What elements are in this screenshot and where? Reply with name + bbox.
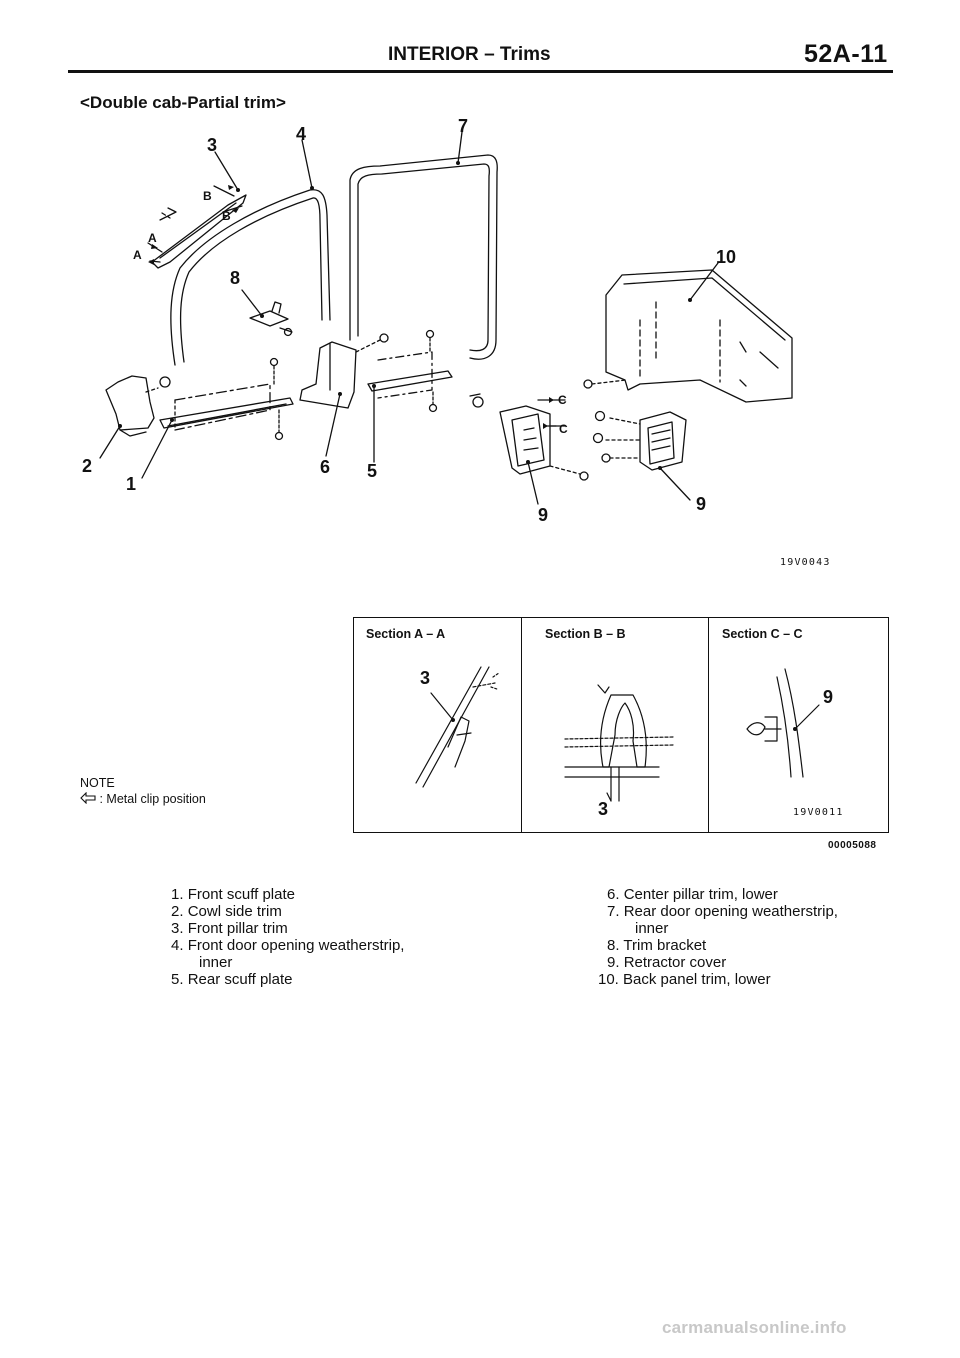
callout-7: 7: [458, 116, 469, 136]
legend-left: 1. Front scuff plate 2. Cowl side trim 3…: [171, 886, 404, 988]
front-scuff-plate: [159, 397, 294, 429]
callout-6: 6: [320, 457, 331, 477]
front-door-weatherstrip: [170, 189, 331, 366]
section-mark-c-lower: C: [559, 422, 568, 436]
subsection-title: Trims: [499, 44, 551, 65]
section-cc-label: Section C – C: [722, 627, 803, 641]
note-text: : Metal clip position: [99, 792, 206, 806]
legend-item-continuation: inner: [199, 954, 233, 971]
legend-item-continuation: inner: [635, 920, 669, 937]
rear-door-weatherstrip: [349, 154, 498, 360]
footer-watermark: carmanualsonline.info: [662, 1318, 847, 1337]
callout-8: 8: [230, 268, 241, 288]
section-mark-b-lower: B: [222, 209, 231, 223]
section-title: INTERIOR: [388, 44, 479, 65]
callout-5: 5: [367, 461, 378, 481]
rear-scuff-plate: [367, 370, 453, 392]
legend-item: 7. Rear door opening weatherstrip,: [607, 903, 838, 920]
legend-item: 5. Rear scuff plate: [171, 971, 293, 988]
header-rule: [68, 70, 893, 73]
section-divider-1: [521, 617, 522, 833]
figure-code-sections: 19V0011: [793, 807, 844, 818]
section-mark-b-upper: B: [203, 189, 212, 203]
figure-code-box: 00005088: [828, 840, 877, 851]
figure-code-main: 19V0043: [780, 557, 831, 568]
legend-item: 6. Center pillar trim, lower: [607, 886, 778, 903]
legend-item: 10. Back panel trim, lower: [598, 971, 771, 988]
center-pillar-trim: [299, 341, 357, 409]
page-number: 52A-11: [804, 40, 888, 68]
section-mark-c-upper: C: [558, 393, 567, 407]
callout-9-left: 9: [538, 505, 549, 525]
callout-4: 4: [296, 124, 307, 144]
section-aa-trim: [415, 666, 490, 788]
legend-item: 3. Front pillar trim: [171, 920, 288, 937]
section-aa-label: Section A – A: [366, 627, 446, 641]
legend-item: 4. Front door opening weatherstrip,: [171, 937, 405, 954]
section-mark-a-upper: A: [148, 231, 157, 245]
section-bb-label: Section B – B: [545, 627, 626, 641]
section-aa-callout-3: 3: [420, 668, 431, 688]
section-cc-callout-9: 9: [823, 687, 834, 707]
callout-3: 3: [207, 135, 218, 155]
callout-1: 1: [126, 474, 137, 494]
figure-subtitle: <Double cab-Partial trim>: [80, 93, 286, 112]
callout-9-right: 9: [696, 494, 707, 514]
section-bb-callout-3: 3: [598, 799, 609, 819]
page-header-title: INTERIOR – Trims: [388, 44, 551, 66]
back-panel-trim: [605, 269, 793, 403]
front-door-weatherstrip-inner: [179, 197, 323, 363]
callout-2: 2: [82, 456, 93, 476]
hollow-arrow-left-icon: [80, 791, 96, 805]
legend-item: 8. Trim bracket: [607, 937, 707, 954]
section-bb-clip: [600, 694, 647, 768]
note-line: : Metal clip position: [80, 791, 206, 806]
front-pillar-trim: [151, 194, 247, 269]
cowl-side-trim: [105, 375, 155, 431]
section-cc-trim: [784, 668, 804, 778]
note-title: NOTE: [80, 776, 115, 790]
trim-bracket: [249, 310, 289, 327]
legend-item: 1. Front scuff plate: [171, 886, 295, 903]
section-views-box: [353, 617, 889, 833]
section-divider-2: [708, 617, 709, 833]
legend-right: 6. Center pillar trim, lower 7. Rear doo…: [598, 886, 838, 988]
header-separator: –: [484, 44, 495, 65]
section-mark-a-lower: A: [133, 248, 142, 262]
legend-item: 2. Cowl side trim: [171, 903, 282, 920]
section-views-drawing: [415, 666, 820, 802]
exploded-trim-diagram: [99, 131, 793, 505]
callout-10: 10: [716, 247, 737, 267]
legend-item: 9. Retractor cover: [607, 954, 727, 971]
retractor-cover-right: [639, 411, 687, 471]
